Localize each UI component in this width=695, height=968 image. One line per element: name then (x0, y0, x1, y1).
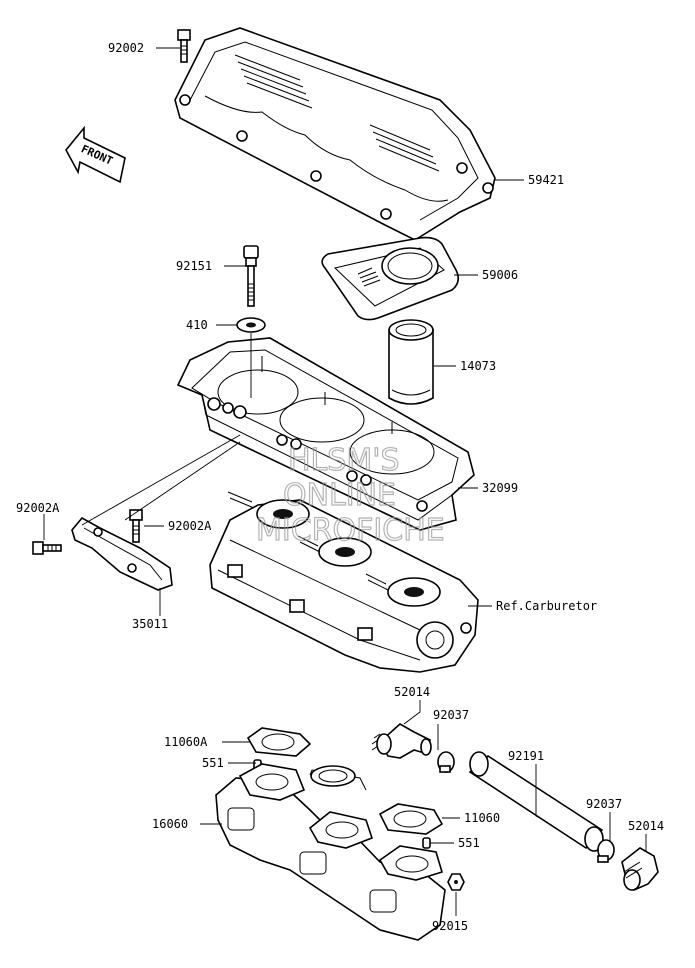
carburetor-assembly (209, 491, 479, 673)
label-52014-mid: 52014 (394, 685, 430, 699)
label-92002: 92002 (108, 41, 144, 55)
bolt-92151 (243, 245, 259, 307)
watermark-line-2: ONLINE (283, 478, 396, 513)
label-59006: 59006 (482, 268, 518, 282)
bolt-92002A-left (32, 541, 62, 555)
label-11060: 11060 (464, 811, 500, 825)
manifold-16060 (215, 763, 446, 941)
air-cleaner-cover (174, 27, 496, 241)
washer-410 (236, 317, 266, 333)
pin-551-right (422, 837, 431, 849)
hose-92191 (468, 751, 604, 852)
label-11060A: 11060A (164, 735, 208, 749)
bolt-92015 (447, 873, 465, 891)
elbow-52014-mid (371, 723, 432, 759)
watermark-line-3: MICROFICHE (256, 513, 445, 548)
bolt-92002A-mid (129, 509, 143, 543)
leader-lines (43, 47, 647, 916)
filter-14073 (388, 319, 434, 405)
label-14073: 14073 (460, 359, 496, 373)
bracket-35011 (71, 516, 173, 591)
bolt-92002 (177, 29, 191, 63)
cover-ribs (234, 54, 440, 172)
label-32099: 32099 (482, 481, 518, 495)
label-92002A-left: 92002A (16, 501, 60, 515)
label-92002A-mid: 92002A (168, 519, 212, 533)
label-ref-carburetor: Ref.Carburetor (496, 599, 597, 613)
clamp-92037-right (597, 839, 615, 863)
label-92037-mid: 92037 (433, 708, 469, 722)
label-16060: 16060 (152, 817, 188, 831)
elbow-52014-right (621, 847, 659, 891)
gasket-59006 (321, 236, 460, 321)
watermark: HLSM'S ONLINE MICROFICHE (255, 442, 445, 548)
front-arrow-icon: FRONT (65, 125, 126, 184)
gasket-mesh (357, 267, 381, 287)
label-92151: 92151 (176, 259, 212, 273)
label-59421: 59421 (528, 173, 564, 187)
label-410: 410 (186, 318, 208, 332)
air-cleaner-base (176, 337, 475, 531)
label-551-left: 551 (202, 756, 224, 770)
label-92037-right: 92037 (586, 797, 622, 811)
label-35011: 35011 (132, 617, 168, 631)
callout-labels: 92002 59421 92151 59006 410 14073 32099 … (16, 41, 664, 933)
watermark-line-1: HLSM'S (288, 443, 400, 478)
label-52014-right: 52014 (628, 819, 664, 833)
label-92015: 92015 (432, 919, 468, 933)
gasket-11060 (378, 803, 444, 835)
label-551-right: 551 (458, 836, 480, 850)
label-92191: 92191 (508, 749, 544, 763)
gasket-11060A (246, 727, 312, 757)
clamp-92037-mid (437, 751, 455, 773)
